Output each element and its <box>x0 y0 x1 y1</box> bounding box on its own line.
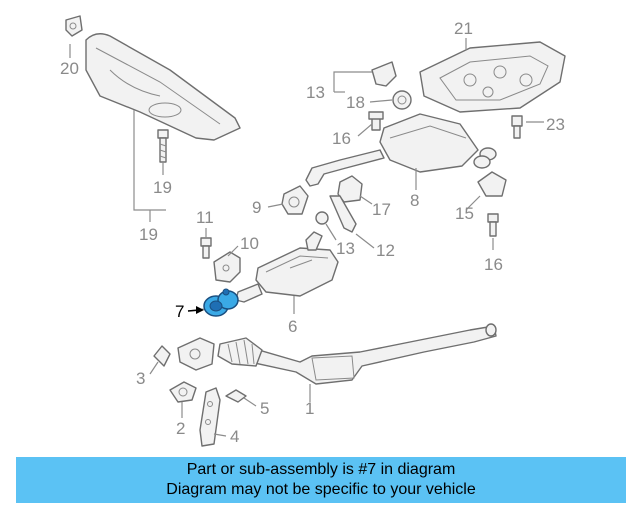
callout-16-lower: 16 <box>484 255 503 274</box>
part-12-bracket <box>329 195 357 233</box>
part-4-bracket <box>199 387 221 447</box>
part-5-bolt <box>225 389 247 403</box>
part-13-clamp <box>315 211 329 225</box>
part-17-hanger <box>337 175 363 203</box>
callout-5: 5 <box>260 399 269 418</box>
part-21-bracket <box>65 15 83 37</box>
callout-18: 18 <box>346 93 365 112</box>
part-10-bracket <box>213 251 241 283</box>
part-14-hanger <box>371 61 397 87</box>
callout-15: 15 <box>455 204 474 223</box>
callout-10: 10 <box>240 234 259 253</box>
callout-2: 2 <box>176 419 185 438</box>
callout-19: 19 <box>139 225 158 244</box>
callout-12: 12 <box>376 241 395 260</box>
callout-7: 7 <box>175 302 184 321</box>
part-8-rear-muffler <box>305 113 497 187</box>
flex-pipe <box>177 337 263 371</box>
callout-labels: 20 21 13 18 16 23 19 8 9 17 15 11 19 10 … <box>60 19 565 446</box>
callout-17: 17 <box>372 200 391 219</box>
callout-14: 13 <box>306 83 325 102</box>
callout-4: 4 <box>230 427 239 446</box>
exhaust-system-diagram: 20 21 13 18 16 23 19 8 9 17 15 11 19 10 … <box>60 15 566 447</box>
callout-16-upper: 16 <box>332 129 351 148</box>
part-1-front-pipe <box>249 323 497 385</box>
callout-21: 20 <box>60 59 79 78</box>
banner-line-2: Diagram may not be specific to your vehi… <box>166 481 476 498</box>
callout-20: 19 <box>153 178 172 197</box>
callout-13: 13 <box>336 239 355 258</box>
callout-9: 9 <box>252 198 261 217</box>
callout-7-arrow <box>187 306 204 314</box>
part-9-gasket <box>281 185 309 215</box>
part-18-mount <box>392 90 412 110</box>
callout-1: 1 <box>305 399 314 418</box>
part-7-clamp-highlighted <box>203 288 239 317</box>
part-15-hanger <box>477 171 507 197</box>
part-6-center-muffler <box>235 231 339 303</box>
callout-22: 21 <box>454 19 473 38</box>
callout-23: 23 <box>546 115 565 134</box>
part-23-bolt <box>511 115 523 139</box>
part-16-bolt-upper <box>368 111 384 131</box>
callout-3: 3 <box>136 369 145 388</box>
part-20-bolt <box>157 129 169 163</box>
part-11-bolt <box>200 237 212 259</box>
part-16-bolt-lower <box>487 213 499 237</box>
callout-11: 11 <box>196 208 214 227</box>
part-2-gasket <box>169 381 197 403</box>
part-3-gasket <box>153 345 171 367</box>
banner-line-1: Part or sub-assembly is #7 in diagram <box>186 461 456 478</box>
callout-6: 6 <box>288 317 297 336</box>
callout-8: 8 <box>410 191 419 210</box>
info-banner: Part or sub-assembly is #7 in diagram Di… <box>16 457 626 503</box>
part-22-heat-shield <box>419 41 566 113</box>
heat-shield <box>85 33 241 141</box>
